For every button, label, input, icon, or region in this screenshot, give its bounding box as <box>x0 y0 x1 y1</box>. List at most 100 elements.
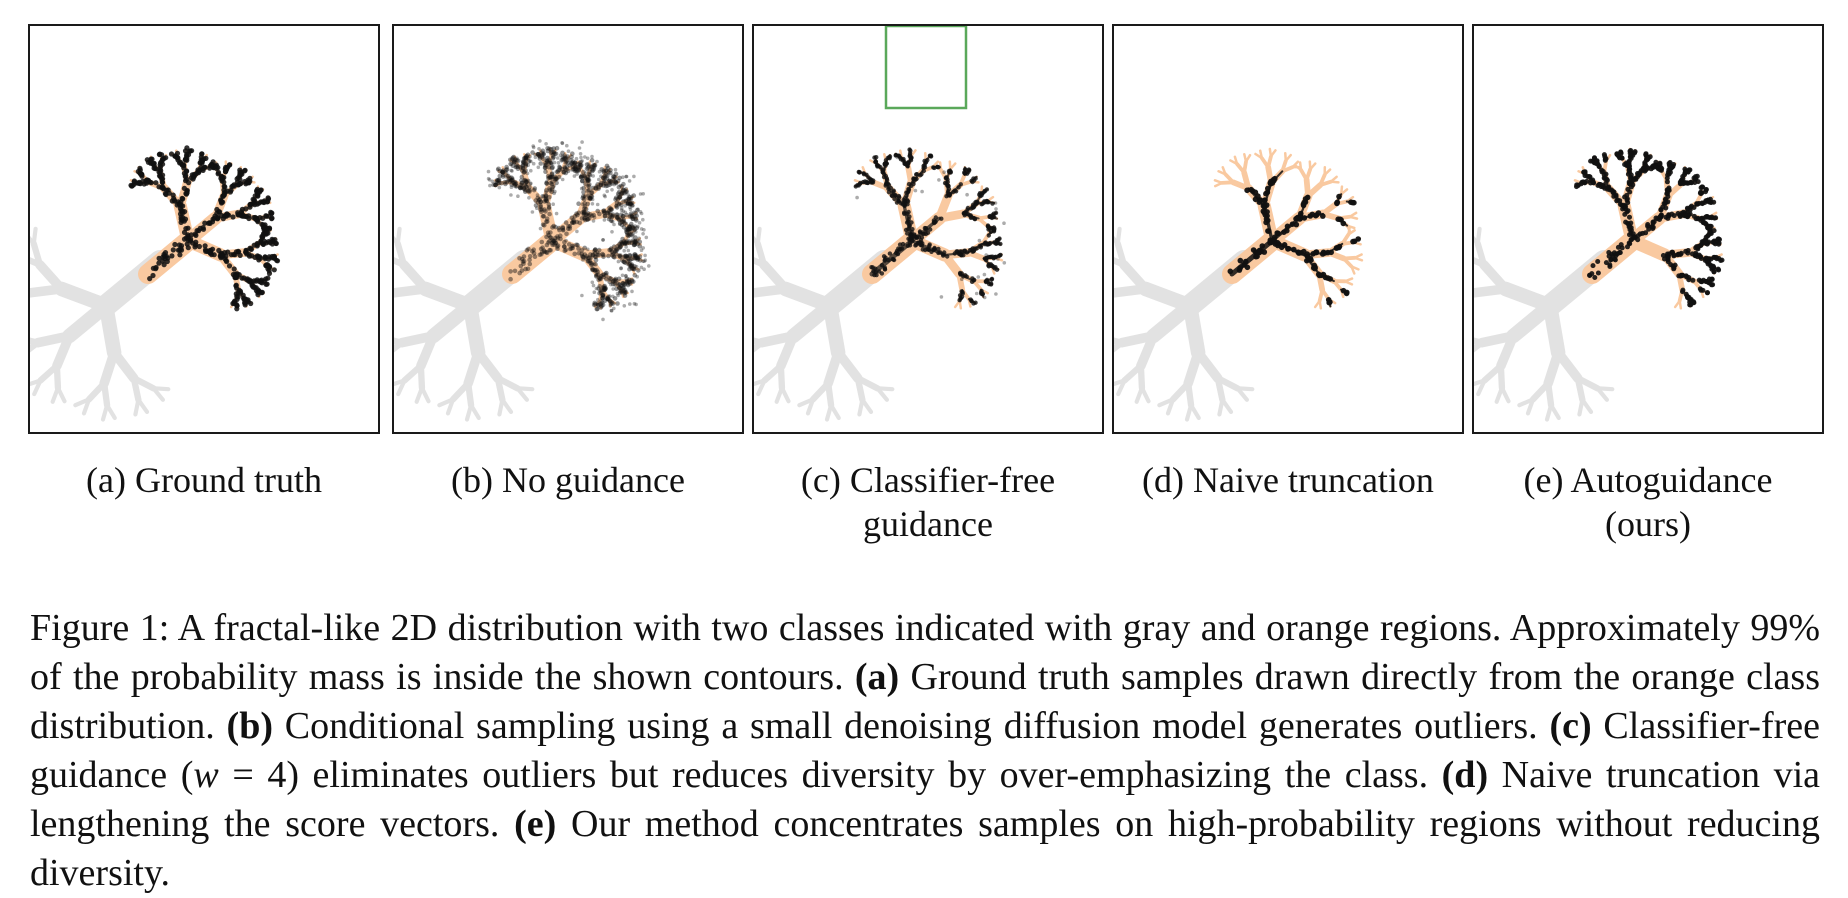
tree-branch <box>398 229 400 244</box>
sample-point <box>586 157 590 161</box>
sample-point <box>592 263 596 267</box>
sample-point <box>163 250 168 255</box>
sample-point <box>1002 221 1006 225</box>
sample-point <box>906 210 910 214</box>
sample-point <box>1305 195 1311 201</box>
sample-point <box>1596 271 1601 276</box>
sample-point <box>893 193 897 197</box>
sample-point <box>1245 265 1251 271</box>
sample-point <box>619 289 623 293</box>
sample-point <box>970 180 974 184</box>
sample-point <box>627 249 631 253</box>
plot-ground-truth <box>30 26 378 432</box>
sample-point <box>200 166 205 171</box>
sample-point <box>625 198 629 202</box>
sample-point <box>521 259 526 264</box>
tree-branch <box>425 289 470 306</box>
tree-branch <box>1478 229 1480 244</box>
sample-point <box>914 172 918 176</box>
sample-point <box>628 179 632 183</box>
sample-point <box>553 161 557 165</box>
sample-point <box>538 207 543 212</box>
tree-branch <box>1300 162 1301 170</box>
sample-point <box>590 268 595 273</box>
sample-point <box>1679 251 1684 256</box>
sample-point <box>1671 252 1676 257</box>
sample-point <box>573 174 577 178</box>
sample-point <box>542 195 546 199</box>
sample-point <box>891 257 895 261</box>
sample-point <box>538 161 543 166</box>
sample-point <box>624 291 628 295</box>
sample-point <box>1617 198 1622 203</box>
sample-point <box>602 170 607 175</box>
sample-point <box>529 182 533 186</box>
sample-point <box>529 160 533 164</box>
sample-point <box>267 271 272 276</box>
sample-point <box>579 175 583 179</box>
sample-point <box>538 139 542 143</box>
sample-point <box>1326 300 1332 306</box>
sample-point <box>907 147 911 151</box>
tree-branch <box>1246 155 1250 161</box>
sample-point <box>551 224 556 229</box>
sample-point <box>1336 194 1342 200</box>
sample-point <box>628 205 632 209</box>
sample-point <box>1308 213 1314 219</box>
sample-point <box>614 168 618 172</box>
sample-point <box>596 251 600 255</box>
sample-point <box>1574 184 1579 189</box>
sample-point <box>613 251 617 255</box>
sample-point <box>632 175 636 179</box>
sample-point <box>587 178 592 183</box>
sample-point <box>261 199 266 204</box>
sample-point <box>598 170 602 174</box>
sample-point <box>517 256 522 261</box>
sample-point <box>191 172 196 177</box>
sample-point <box>545 180 549 184</box>
sample-point <box>628 266 632 270</box>
tree-branch <box>968 253 983 259</box>
sample-point <box>528 262 533 267</box>
sample-point <box>608 294 612 298</box>
sample-point <box>914 235 918 239</box>
sample-point <box>946 191 950 195</box>
sample-point <box>608 207 612 211</box>
sample-point <box>639 192 643 196</box>
sample-point <box>1350 239 1356 245</box>
tree-branch <box>762 336 794 343</box>
sample-point <box>610 215 615 220</box>
sample-point <box>520 186 524 190</box>
tree-branch <box>1122 336 1154 343</box>
sample-point <box>551 156 556 161</box>
sample-point <box>241 214 246 219</box>
sample-point <box>545 250 550 255</box>
tree-branch <box>1578 378 1583 400</box>
sample-point <box>544 199 549 204</box>
panel-naive-truncation <box>1112 24 1464 434</box>
sample-point <box>623 211 627 215</box>
sample-point <box>1701 288 1706 293</box>
sample-point <box>886 182 890 186</box>
sample-point <box>548 175 553 180</box>
sample-point <box>990 264 994 268</box>
sample-point <box>592 219 596 223</box>
sample-point <box>606 166 611 171</box>
sample-point <box>1713 215 1718 220</box>
sample-point <box>540 245 545 250</box>
sample-point <box>624 274 628 278</box>
sample-point <box>615 301 620 306</box>
tree-branch <box>1307 169 1311 179</box>
sample-point <box>590 190 595 195</box>
tree-branch <box>1137 388 1142 402</box>
sample-point <box>1237 265 1243 271</box>
sample-point <box>193 240 198 245</box>
plot-naive-truncation <box>1114 26 1462 432</box>
sample-point <box>528 155 532 159</box>
sample-point <box>602 210 607 215</box>
sample-point <box>161 157 166 162</box>
sample-point <box>551 146 556 151</box>
figure-panels: (a) Ground truth (b) No guidance (c) Cla… <box>0 0 1848 560</box>
sample-point <box>252 202 257 207</box>
sample-point <box>209 252 214 257</box>
